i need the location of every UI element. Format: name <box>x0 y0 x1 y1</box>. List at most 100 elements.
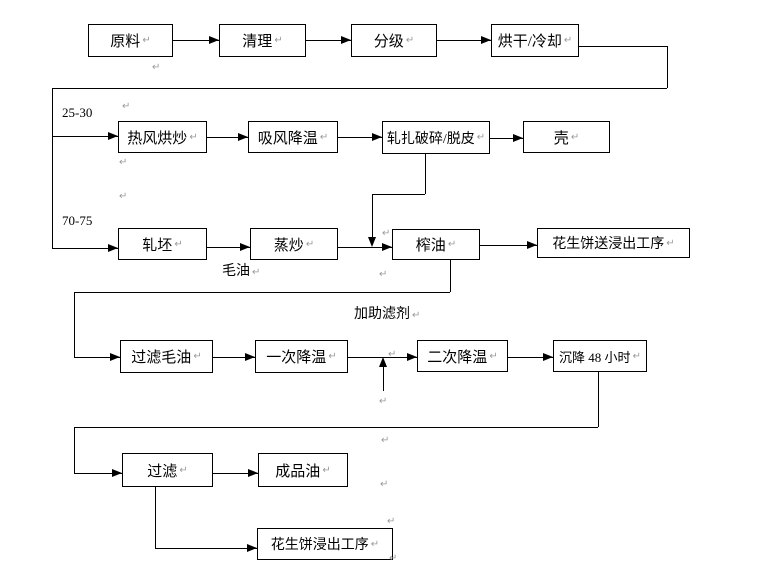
pilcrow-mark: ↵ <box>381 435 390 446</box>
pilcrow-mark: ↵ <box>193 351 202 362</box>
pilcrow-mark: ↵ <box>319 131 329 143</box>
arrowhead-right <box>108 132 118 140</box>
pilcrow-mark: ↵ <box>379 269 388 280</box>
node-cleaning[interactable]: 清理↵ <box>219 24 306 57</box>
connector-line <box>437 40 491 41</box>
connector-line <box>52 248 118 249</box>
connector-line <box>52 136 118 137</box>
arrowhead-right <box>527 241 537 249</box>
node-hot-air-roasting[interactable]: 热风烘炒↵ <box>118 121 207 153</box>
pilcrow-mark: ↵ <box>189 131 198 143</box>
pilcrow-mark: ↵ <box>119 191 128 202</box>
connector-line <box>598 372 599 427</box>
arrowhead-right <box>108 244 118 252</box>
connector-line <box>155 548 257 549</box>
arrowhead-right <box>543 353 553 361</box>
node-finished-oil[interactable]: 成品油↵ <box>258 453 348 487</box>
connector-line <box>173 40 219 41</box>
connector-line <box>508 357 553 358</box>
arrowhead-right <box>382 243 392 251</box>
pilcrow-mark: ↵ <box>322 464 331 476</box>
pilcrow-mark: ↵ <box>370 538 380 550</box>
pilcrow-mark: ↵ <box>389 553 398 564</box>
pilcrow-mark: ↵ <box>328 351 337 362</box>
node-label: 花生饼送浸出工序 <box>552 237 665 252</box>
connector-line <box>579 46 667 47</box>
arrowhead-right <box>209 36 219 44</box>
pilcrow-mark: ↵ <box>119 157 128 168</box>
node-label: 过滤毛油 <box>131 350 192 366</box>
pilcrow-mark: ↵ <box>476 132 486 143</box>
arrowhead-right <box>481 36 491 44</box>
label-filter-aid: 加助滤剂↵ <box>354 308 420 323</box>
node-first-cooling[interactable]: 一次降温↵ <box>255 340 348 373</box>
node-label: 吸风降温 <box>257 130 318 147</box>
label-text: 毛油 <box>222 264 250 279</box>
pilcrow-mark: ↵ <box>142 35 151 46</box>
node-settling-48h[interactable]: 沉降 48 小时↵ <box>553 340 647 372</box>
arrowhead-right <box>513 134 523 142</box>
connector-line <box>155 487 156 548</box>
node-flaking[interactable]: 轧坯↵ <box>118 228 207 260</box>
pilcrow-mark: ↵ <box>387 516 396 527</box>
connector-line <box>207 137 248 138</box>
label-crude-oil: 毛油↵ <box>222 265 260 280</box>
pilcrow-mark: ↵ <box>632 350 641 362</box>
pilcrow-mark: ↵ <box>563 35 573 46</box>
label-temp-range-25-30: 25-30 <box>62 105 93 120</box>
node-cake-extraction[interactable]: 花生饼浸出工序↵ <box>257 528 393 560</box>
connector-line <box>52 88 667 89</box>
node-label: 轧扎破碎/脱皮 <box>386 131 475 147</box>
connector-line <box>74 427 75 473</box>
pilcrow-mark: ↵ <box>412 310 421 321</box>
pilcrow-mark: ↵ <box>252 267 261 278</box>
node-drying-cooling[interactable]: 烘干/冷却↵ <box>491 24 579 57</box>
connector-line <box>306 40 351 41</box>
node-label: 一次降温 <box>266 350 327 366</box>
node-filter-crude-oil[interactable]: 过滤毛油↵ <box>120 340 213 373</box>
node-suction-cooling[interactable]: 吸风降温↵ <box>248 121 338 153</box>
pilcrow-mark: ↵ <box>179 464 188 476</box>
pilcrow-mark: ↵ <box>380 479 389 490</box>
node-label: 分级 <box>373 34 404 50</box>
node-label: 沉降 48 小时 <box>559 349 631 365</box>
node-oil-pressing[interactable]: 榨油↵ <box>392 229 480 260</box>
connector-line <box>667 46 668 88</box>
node-grading[interactable]: 分级↵ <box>351 24 437 57</box>
arrowhead-right <box>238 133 248 141</box>
node-shell[interactable]: 壳↵ <box>523 121 610 153</box>
node-cake-to-extraction[interactable]: 花生饼送浸出工序↵ <box>537 228 690 258</box>
label-temp-range-70-75: 70-75 <box>62 213 93 228</box>
node-steaming-roasting[interactable]: 蒸炒↵ <box>250 228 338 260</box>
connector-line <box>74 473 122 474</box>
connector-line <box>213 473 258 474</box>
pilcrow-mark: ↵ <box>274 35 283 46</box>
connector-line <box>74 357 120 358</box>
node-label: 花生饼浸出工序 <box>270 538 369 553</box>
node-label: 过滤 <box>147 463 178 480</box>
arrowhead-up <box>379 357 387 367</box>
arrowhead-right <box>112 469 122 477</box>
node-label: 二次降温 <box>427 349 488 366</box>
node-label: 榨油 <box>415 238 446 254</box>
node-filtering[interactable]: 过滤↵ <box>122 453 213 487</box>
connector-line <box>480 245 537 246</box>
pilcrow-mark: ↵ <box>379 396 388 407</box>
pilcrow-mark: ↵ <box>174 238 183 250</box>
arrowhead-down <box>368 237 376 247</box>
node-label: 热风烘炒 <box>127 130 188 147</box>
node-second-cooling[interactable]: 二次降温↵ <box>417 340 508 372</box>
node-label: 蒸炒 <box>273 237 304 254</box>
arrowhead-right <box>245 353 255 361</box>
node-label: 清理 <box>242 34 273 50</box>
node-label: 原料 <box>110 34 141 50</box>
pilcrow-mark: ↵ <box>489 350 498 362</box>
arrowhead-right <box>407 353 417 361</box>
label-text: 加助滤剂 <box>354 307 410 322</box>
pilcrow-mark: ↵ <box>447 239 457 250</box>
connector-line <box>52 88 53 248</box>
node-crushing-peeling[interactable]: 轧扎破碎/脱皮↵ <box>382 121 490 154</box>
node-raw-material[interactable]: 原料↵ <box>88 24 173 57</box>
connector-line <box>490 138 523 139</box>
